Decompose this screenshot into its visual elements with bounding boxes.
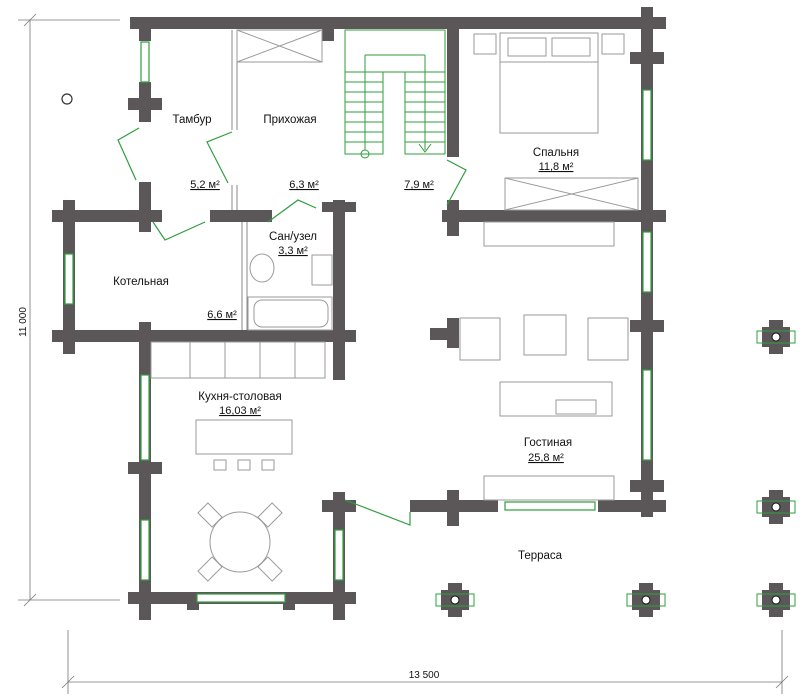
room-name-gostinaya: Гостиная [524,437,572,449]
room-labels: Тамбур 5,2 м² Прихожая 6,3 м² 7,9 м² Спа… [113,114,579,562]
room-name-kuhnya: Кухня-столовая [198,391,281,403]
room-name-terrasa: Терраса [518,550,563,562]
room-area-prihozhaya: 6,3 м² [289,179,319,191]
room-name-prihozhaya: Прихожая [263,114,316,126]
terrace-post [435,583,475,617]
room-area-tambur: 5,2 м² [190,179,220,191]
terrace-post [756,490,796,524]
height-dimension: 11 000 [18,307,29,337]
room-name-tambur: Тамбур [172,114,211,126]
terrace-post [626,583,666,617]
width-dimension: 13 500 [409,670,440,681]
terrace-post [756,583,796,617]
dimension-lines: 11 000 13 500 [18,13,789,694]
room-area-kuhnya: 16,03 м² [219,405,261,417]
room-name-sanuzel: Сан/узел [269,231,317,243]
room-area-hall: 7,9 м² [404,179,434,191]
room-area-spalnya: 11,8 м² [539,161,574,173]
room-name-spalnya: Спальня [533,147,579,159]
partitions [231,30,248,330]
terrace-post [756,320,796,354]
doors [117,127,467,526]
terrace-posts [435,320,796,617]
furniture [150,29,639,582]
windows [64,41,652,603]
staircase [344,29,446,159]
room-area-gostinaya: 25,8 м² [528,452,564,464]
marker-circle [61,93,73,105]
room-name-kotelnaya: Котельная [113,276,169,288]
room-area-sanuzel: 3,3 м² [278,245,308,257]
room-area-kotelnaya: 6,6 м² [207,309,237,321]
